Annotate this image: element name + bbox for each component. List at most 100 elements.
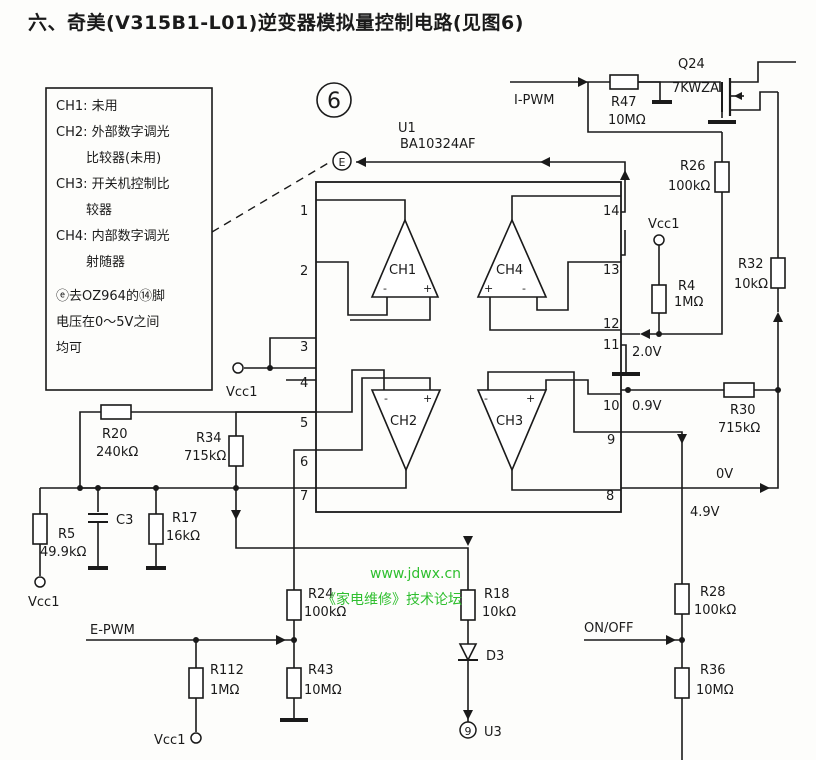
- arrow-pin12: [640, 329, 650, 339]
- ic-body: [315, 181, 622, 513]
- resistor-r17: [148, 513, 164, 545]
- u3-marker: [459, 721, 477, 739]
- r24-value: 100kΩ: [304, 605, 346, 620]
- watermark-url: www.jdwx.cn: [370, 566, 461, 582]
- resistor-r20: [100, 404, 132, 420]
- r47-value: 10MΩ: [608, 113, 646, 128]
- svg-text:-: -: [522, 282, 526, 295]
- pin-number: 1: [300, 204, 308, 219]
- r30-ref: R30: [730, 403, 756, 418]
- q24-ref: Q24: [678, 57, 705, 72]
- voltage-v12: 2.0V: [632, 345, 662, 360]
- resistor-r47: [609, 74, 639, 90]
- svg-text:-: -: [484, 392, 488, 405]
- voltage-v9: 4.9V: [690, 505, 720, 520]
- notes-box: [45, 87, 213, 391]
- resistor-r28: [674, 583, 690, 615]
- opamp-ch3: CH3 - +: [476, 389, 548, 473]
- resistor-r4: [651, 284, 667, 314]
- pin-number: 2: [300, 264, 308, 279]
- r5-value: 49.9kΩ: [40, 545, 86, 560]
- vcc1-pin3-label: Vcc1: [226, 385, 257, 400]
- onoff-label: ON/OFF: [584, 621, 634, 636]
- notes-text: CH1: 未用 CH2: 外部数字调光 比较器(未用) CH3: 开关机控制比 …: [56, 99, 170, 356]
- resistor-r112: [188, 667, 204, 699]
- figure-number-circle: [316, 82, 352, 118]
- q24-part: 7KWZA: [672, 81, 719, 96]
- voltage-0v: 0V: [716, 467, 733, 482]
- note-line: 均可: [56, 341, 82, 356]
- note-line: ⓔ去OZ964的⑭脚: [56, 288, 165, 304]
- note-line: CH2: 外部数字调光: [56, 125, 170, 140]
- pin-number: 4: [300, 376, 308, 391]
- r17-value: 16kΩ: [166, 529, 200, 544]
- r36-value: 10MΩ: [696, 683, 734, 698]
- r4-ref: R4: [678, 279, 695, 294]
- r20-ref: R20: [102, 427, 128, 442]
- r47-ref: R47: [611, 95, 637, 110]
- c3-ref: C3: [116, 513, 133, 528]
- watermark-forum: 《家电维修》技术论坛: [322, 591, 462, 608]
- r20-value: 240kΩ: [96, 445, 138, 460]
- diode-d3: [458, 643, 478, 662]
- r112-value: 1MΩ: [210, 683, 239, 698]
- pin-number: 8: [606, 489, 614, 504]
- resistor-r18: [460, 589, 476, 621]
- note-line: CH4: 内部数字调光: [56, 228, 170, 244]
- opamp-label: CH3: [496, 414, 523, 429]
- page-title: 六、奇美(V315B1-L01)逆变器模拟量控制电路(见图6): [28, 12, 524, 34]
- pin-number: 10: [603, 399, 620, 414]
- resistor-r36: [674, 667, 690, 699]
- r17-ref: R17: [172, 511, 198, 526]
- svg-text:+: +: [526, 392, 535, 405]
- vcc1-r4: [653, 234, 665, 246]
- arrow-up-14: [620, 170, 630, 180]
- svg-text:+: +: [484, 282, 493, 295]
- r5-ref: R5: [58, 527, 75, 542]
- arrow-pin14: [540, 157, 550, 167]
- opamp-ch1: CH1 - +: [370, 217, 440, 298]
- voltage-v10: 0.9V: [632, 399, 662, 414]
- pin-number: 13: [603, 263, 620, 278]
- pin-number: 3: [300, 340, 308, 355]
- note-line: 电压在0～5V之间: [56, 315, 159, 330]
- pin-number: 9: [607, 433, 615, 448]
- d3-ref: D3: [486, 649, 504, 664]
- r30-value: 715kΩ: [718, 421, 760, 436]
- r43-value: 10MΩ: [304, 683, 342, 698]
- ic-ref: U1: [398, 121, 416, 136]
- r26-ref: R26: [680, 159, 706, 174]
- pin-number: 5: [300, 416, 308, 431]
- r34-value: 715kΩ: [184, 449, 226, 464]
- transistor-q24: Q24 7KWZA: [638, 57, 796, 124]
- opamp-ch2: CH2 -+: [370, 389, 442, 473]
- vcc1-r5: [34, 576, 46, 588]
- pin14-wire: [356, 161, 626, 213]
- pin-number: 7: [300, 489, 308, 504]
- r28-value: 100kΩ: [694, 603, 736, 618]
- svg-text:-: -: [383, 282, 387, 295]
- opamp-label: CH1: [389, 263, 416, 278]
- pin-number: 6: [300, 455, 308, 470]
- epwm-label: E-PWM: [90, 623, 135, 638]
- r24-ref: R24: [308, 587, 334, 602]
- e-marker: [332, 151, 352, 171]
- resistor-r34: [228, 435, 244, 467]
- vcc1-r5-label: Vcc1: [28, 595, 59, 610]
- pin-number: 11: [603, 338, 620, 353]
- opamp-ch4: CH4 +-: [476, 218, 548, 298]
- arrow-ipwm: [578, 77, 588, 87]
- note-line: 射随器: [86, 254, 125, 270]
- vcc1-pin3: [232, 362, 244, 374]
- svg-text:+: +: [423, 282, 432, 295]
- svg-text:+: +: [423, 392, 432, 405]
- internal-wiring: [316, 195, 621, 491]
- ic-pins-right: 8 9 10 11 12 13 14: [603, 204, 620, 504]
- u3-label: U3: [484, 725, 502, 740]
- r18-value: 10kΩ: [482, 605, 516, 620]
- figure-number: 6: [327, 89, 341, 114]
- u3-marker-label: 9: [465, 725, 472, 738]
- note-line: CH3: 开关机控制比: [56, 177, 170, 192]
- vcc1-r4-label: Vcc1: [648, 217, 679, 232]
